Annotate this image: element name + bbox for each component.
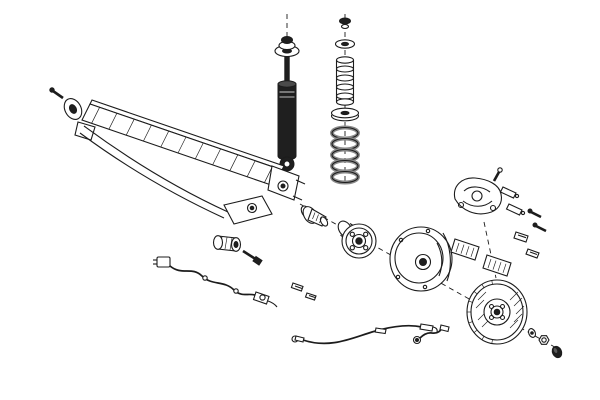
disc-rim-ticks [467, 280, 493, 344]
brake-disc-part [466, 279, 528, 345]
brake-pads-part [450, 238, 512, 277]
pad-clips-part [513, 231, 540, 259]
wheel-hub-part [337, 220, 377, 259]
abs-sensor-cable-part [153, 256, 278, 308]
brake-caliper-part [453, 167, 547, 233]
shock-top-mount-part [274, 36, 300, 58]
cable-clips-part [290, 282, 317, 301]
parking-brake-cable-part [291, 323, 438, 345]
axle-bushing-kit-part [212, 235, 263, 266]
disc-face-hatch [475, 291, 525, 329]
shock-absorber-part [277, 56, 297, 172]
pad1-hatch-lines [455, 242, 475, 257]
dust-cap-part [551, 345, 563, 359]
brake-hose-part [412, 324, 450, 345]
bump-stop-boot-part [335, 56, 355, 106]
spring-seat-part [330, 107, 360, 122]
mount-washer-part [334, 39, 356, 49]
brake-backing-plate-part [389, 226, 453, 292]
coil-spring-part [330, 125, 360, 185]
rear-axle-beam-part [49, 87, 306, 225]
washer-part [527, 328, 537, 338]
beam-hatch-lines [91, 107, 273, 183]
strut-mount-cap-part [339, 17, 351, 30]
pad2-hatch-lines [487, 258, 507, 273]
stub-axle-part [300, 205, 329, 227]
hub-nut-part [538, 335, 550, 345]
